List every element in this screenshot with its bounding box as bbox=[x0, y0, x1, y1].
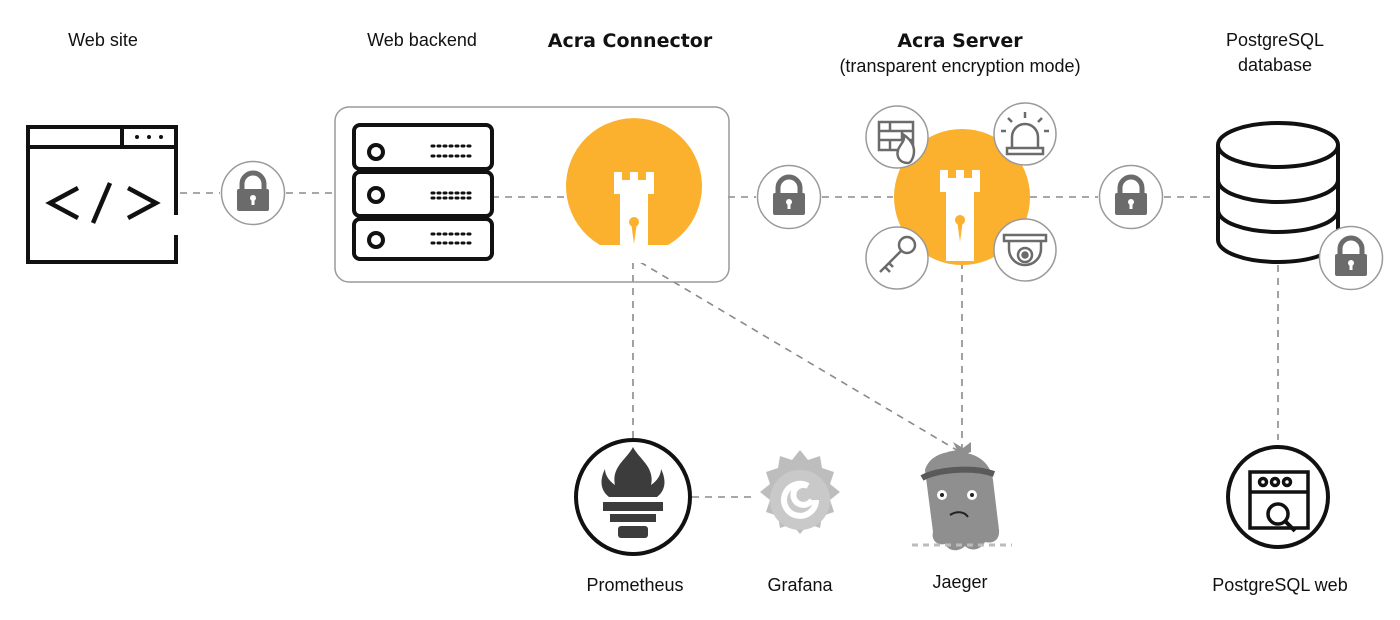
jaeger-icon bbox=[912, 442, 1012, 551]
lock-icon bbox=[222, 162, 285, 225]
acra-server-mode-label: (transparent encryption mode) bbox=[839, 56, 1081, 76]
web-backend-label: Web backend bbox=[367, 30, 477, 50]
grafana-icon bbox=[760, 450, 840, 534]
camera-icon bbox=[993, 218, 1057, 282]
lock-icon bbox=[1100, 166, 1163, 229]
postgres-label-line1: PostgreSQL bbox=[1225, 30, 1325, 50]
prometheus-icon bbox=[574, 438, 692, 556]
prometheus-label: Prometheus bbox=[586, 575, 684, 595]
lock-icon bbox=[1320, 227, 1383, 290]
key-icon bbox=[865, 226, 929, 290]
acra-server-label: Acra Server bbox=[897, 30, 1023, 52]
postgres-label-line2: database bbox=[1237, 55, 1313, 75]
connection-lines bbox=[180, 192, 1279, 498]
acra-connector-logo bbox=[566, 118, 702, 263]
acra-server-label-block: Acra Server (transparent encryption mode… bbox=[810, 30, 1110, 77]
lock-icon bbox=[758, 166, 821, 229]
jaeger-label: Jaeger bbox=[932, 572, 988, 592]
web-site-label: Web site bbox=[68, 30, 138, 50]
acra-connector-label: Acra Connector bbox=[547, 30, 713, 52]
web-site-icon bbox=[26, 125, 178, 264]
line-connector-jaeger bbox=[639, 261, 961, 453]
postgres-web-icon bbox=[1226, 445, 1330, 549]
database-icon bbox=[1216, 121, 1340, 264]
postgres-web-label: PostgreSQL web bbox=[1212, 575, 1348, 595]
server-stack-icon bbox=[352, 123, 494, 261]
acra-server-logo bbox=[894, 129, 1030, 265]
firewall-icon bbox=[865, 105, 929, 169]
alarm-icon bbox=[993, 102, 1057, 166]
grafana-label: Grafana bbox=[767, 575, 833, 595]
postgres-label-block: PostgreSQL database bbox=[1205, 30, 1345, 76]
web-backend-box bbox=[334, 106, 730, 283]
